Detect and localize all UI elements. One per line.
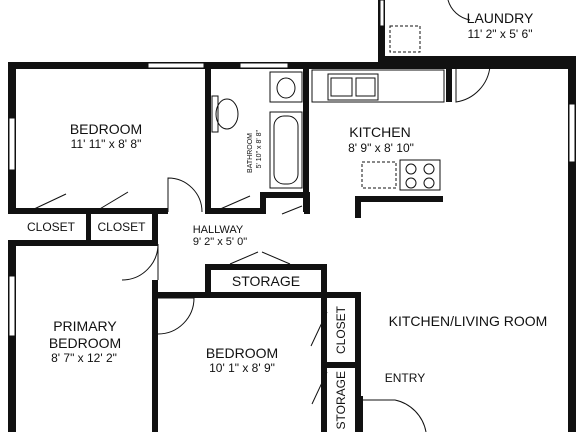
door-swing (157, 297, 195, 335)
kitchen-dims: 8' 9" x 8' 10" (348, 141, 414, 155)
storage-vertical: STORAGE (327, 368, 355, 432)
sink-basin (330, 77, 353, 97)
wall (378, 56, 576, 62)
closet-left: CLOSET (16, 214, 86, 240)
laundry-name: LAUNDRY (466, 10, 534, 26)
window (8, 117, 16, 171)
burner (405, 163, 417, 175)
bathtub-inner (273, 115, 299, 185)
door-swing (455, 62, 491, 103)
double-sink (327, 73, 379, 101)
wall (355, 196, 361, 218)
storage-hall: STORAGE (211, 270, 321, 292)
wall (152, 292, 327, 298)
wall (86, 210, 91, 244)
bedroom-bottom-dims: 10' 1" x 8' 9" (209, 361, 275, 375)
entry-name: ENTRY (384, 371, 426, 385)
toilet-bowl (215, 98, 239, 130)
wall (8, 244, 16, 432)
kitchen-name: KITCHEN (349, 124, 411, 140)
stove (399, 159, 441, 191)
closet-vertical-label: CLOSET (334, 305, 348, 354)
wall (8, 62, 576, 69)
door-leaf (311, 371, 328, 405)
hallway-name: HALLWAY (192, 224, 244, 236)
door-leaf (217, 195, 251, 211)
door-leaf (310, 311, 328, 347)
toilet-tank (211, 95, 219, 133)
door-swing (447, 0, 471, 21)
door-leaf (229, 251, 259, 265)
bathtub (269, 111, 303, 189)
sink-basin (355, 77, 376, 97)
primary-bedroom-dims: 8' 7" x 12' 2" (51, 351, 117, 365)
door-swing (363, 399, 427, 432)
window (147, 62, 205, 69)
wall (260, 192, 310, 198)
wall (205, 264, 211, 298)
wall (205, 264, 327, 270)
bedroom-top-name: BEDROOM (69, 121, 143, 137)
window (8, 275, 16, 337)
wall (260, 192, 266, 214)
door-leaf (31, 193, 67, 211)
window (239, 62, 289, 69)
wall (8, 240, 158, 246)
wall (152, 210, 158, 246)
wall (378, 0, 385, 62)
wall (205, 62, 211, 212)
window (379, 0, 385, 27)
bathroom-name: BATHROOM (247, 133, 254, 173)
closet-right-label: CLOSET (97, 220, 146, 234)
wall (355, 396, 363, 432)
wall (321, 362, 361, 368)
laundry-dims: 11' 2" x 5' 6" (467, 27, 533, 41)
wall (152, 280, 158, 432)
laundry-appliance (389, 25, 421, 53)
primary-bedroom-name-2: BEDROOM (48, 335, 122, 351)
closet-right: CLOSET (91, 214, 152, 240)
wall (355, 196, 443, 202)
bedroom-bottom-name: BEDROOM (205, 345, 279, 361)
wall (205, 208, 265, 214)
burner (405, 177, 417, 189)
counter-dashed (361, 161, 397, 189)
wall (321, 292, 361, 298)
hallway-dims: 9' 2" x 5' 0" (192, 236, 248, 248)
primary-bedroom-name-1: PRIMARY (53, 318, 117, 334)
bedroom-top-dims: 11' 11" x 8' 8" (70, 137, 142, 151)
burner (423, 177, 435, 189)
wall (446, 62, 452, 102)
door-leaf (261, 251, 291, 265)
storage-hall-label: STORAGE (231, 273, 301, 289)
window (568, 103, 576, 163)
wall (303, 62, 309, 212)
closet-vertical: CLOSET (327, 298, 355, 362)
wall (568, 62, 576, 432)
sink (276, 77, 296, 99)
vanity (269, 71, 303, 103)
burner (423, 163, 435, 175)
door-swing (121, 243, 159, 281)
door-leaf (97, 191, 129, 211)
wall (304, 192, 310, 214)
wall (321, 264, 327, 298)
bathroom-dims: 5' 10" x 8' 8" (256, 130, 263, 169)
door-swing (167, 177, 203, 213)
kitchen-living-name: KITCHEN/LIVING ROOM (388, 313, 548, 329)
closet-left-label: CLOSET (26, 220, 75, 234)
door-leaf (281, 205, 303, 215)
storage-vertical-label: STORAGE (334, 370, 348, 430)
